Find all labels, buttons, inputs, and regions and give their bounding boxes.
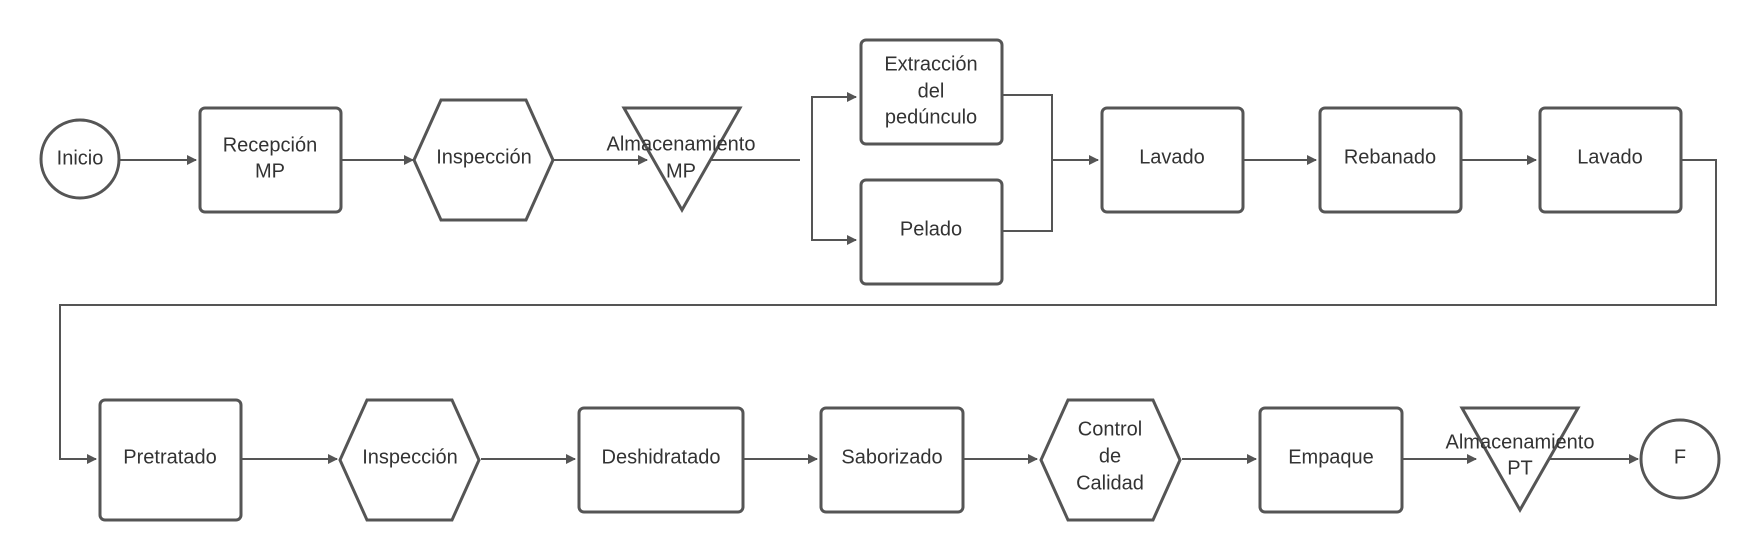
pelado-label: Pelado xyxy=(900,218,962,240)
connector-extraccion-merge xyxy=(1002,94,1053,160)
saborizado-label: Saborizado xyxy=(841,446,942,468)
almacenamiento-pt-label-line1: Almacenamiento xyxy=(1446,431,1595,453)
lavado-node-2: Lavado xyxy=(1538,106,1683,214)
almacenamiento-pt-label-line2: PT xyxy=(1507,457,1533,479)
extraccion-label-line3: pedúnculo xyxy=(885,106,977,128)
almacenamiento-mp-label-line1: Almacenamiento xyxy=(607,133,756,155)
saborizado-node: Saborizado xyxy=(819,406,965,514)
connector-lavado-pretratado xyxy=(59,159,1717,464)
inspeccion-label-2: Inspección xyxy=(362,446,458,468)
almacenamiento-mp-node: Almacenamiento MP xyxy=(607,106,756,214)
extraccion-node: Extracción del pedúnculo xyxy=(859,38,1004,146)
recepcion-mp-node: Recepción MP xyxy=(198,106,343,214)
end-label: F xyxy=(1674,446,1686,468)
connector-branch-extraccion xyxy=(811,92,857,160)
lavado-node-1: Lavado xyxy=(1100,106,1245,214)
pretratado-label: Pretratado xyxy=(123,446,216,468)
lavado-label-2: Lavado xyxy=(1577,146,1643,168)
control-label-line2: de xyxy=(1099,445,1121,467)
start-node: Inicio xyxy=(39,118,121,200)
inspeccion-label-1: Inspección xyxy=(436,146,532,168)
connector-branch-pelado xyxy=(811,160,857,245)
extraccion-label-line2: del xyxy=(918,80,945,102)
connectors xyxy=(59,92,1717,464)
lavado-label-1: Lavado xyxy=(1139,146,1205,168)
deshidratado-label: Deshidratado xyxy=(602,446,721,468)
connector-pelado-merge xyxy=(1002,160,1053,232)
pretratado-node: Pretratado xyxy=(98,398,243,522)
control-calidad-node: Control de Calidad xyxy=(1039,398,1182,522)
almacenamiento-pt-node: Almacenamiento PT xyxy=(1446,406,1595,514)
almacenamiento-mp-label-line2: MP xyxy=(666,160,696,182)
control-label-line3: Calidad xyxy=(1076,472,1144,494)
inspeccion-node-1: Inspección xyxy=(412,98,555,222)
start-label: Inicio xyxy=(57,147,104,169)
end-node: F xyxy=(1639,418,1721,500)
recepcion-label-line2: MP xyxy=(255,160,285,182)
rebanado-node: Rebanado xyxy=(1318,106,1463,214)
empaque-node: Empaque xyxy=(1258,406,1404,514)
deshidratado-node: Deshidratado xyxy=(577,406,745,514)
rebanado-label: Rebanado xyxy=(1344,146,1436,168)
recepcion-label-line1: Recepción xyxy=(223,134,318,156)
control-label-line1: Control xyxy=(1078,418,1142,440)
pelado-node: Pelado xyxy=(859,178,1004,286)
empaque-label: Empaque xyxy=(1288,446,1374,468)
inspeccion-node-2: Inspección xyxy=(338,398,481,522)
extraccion-label-line1: Extracción xyxy=(884,53,977,75)
